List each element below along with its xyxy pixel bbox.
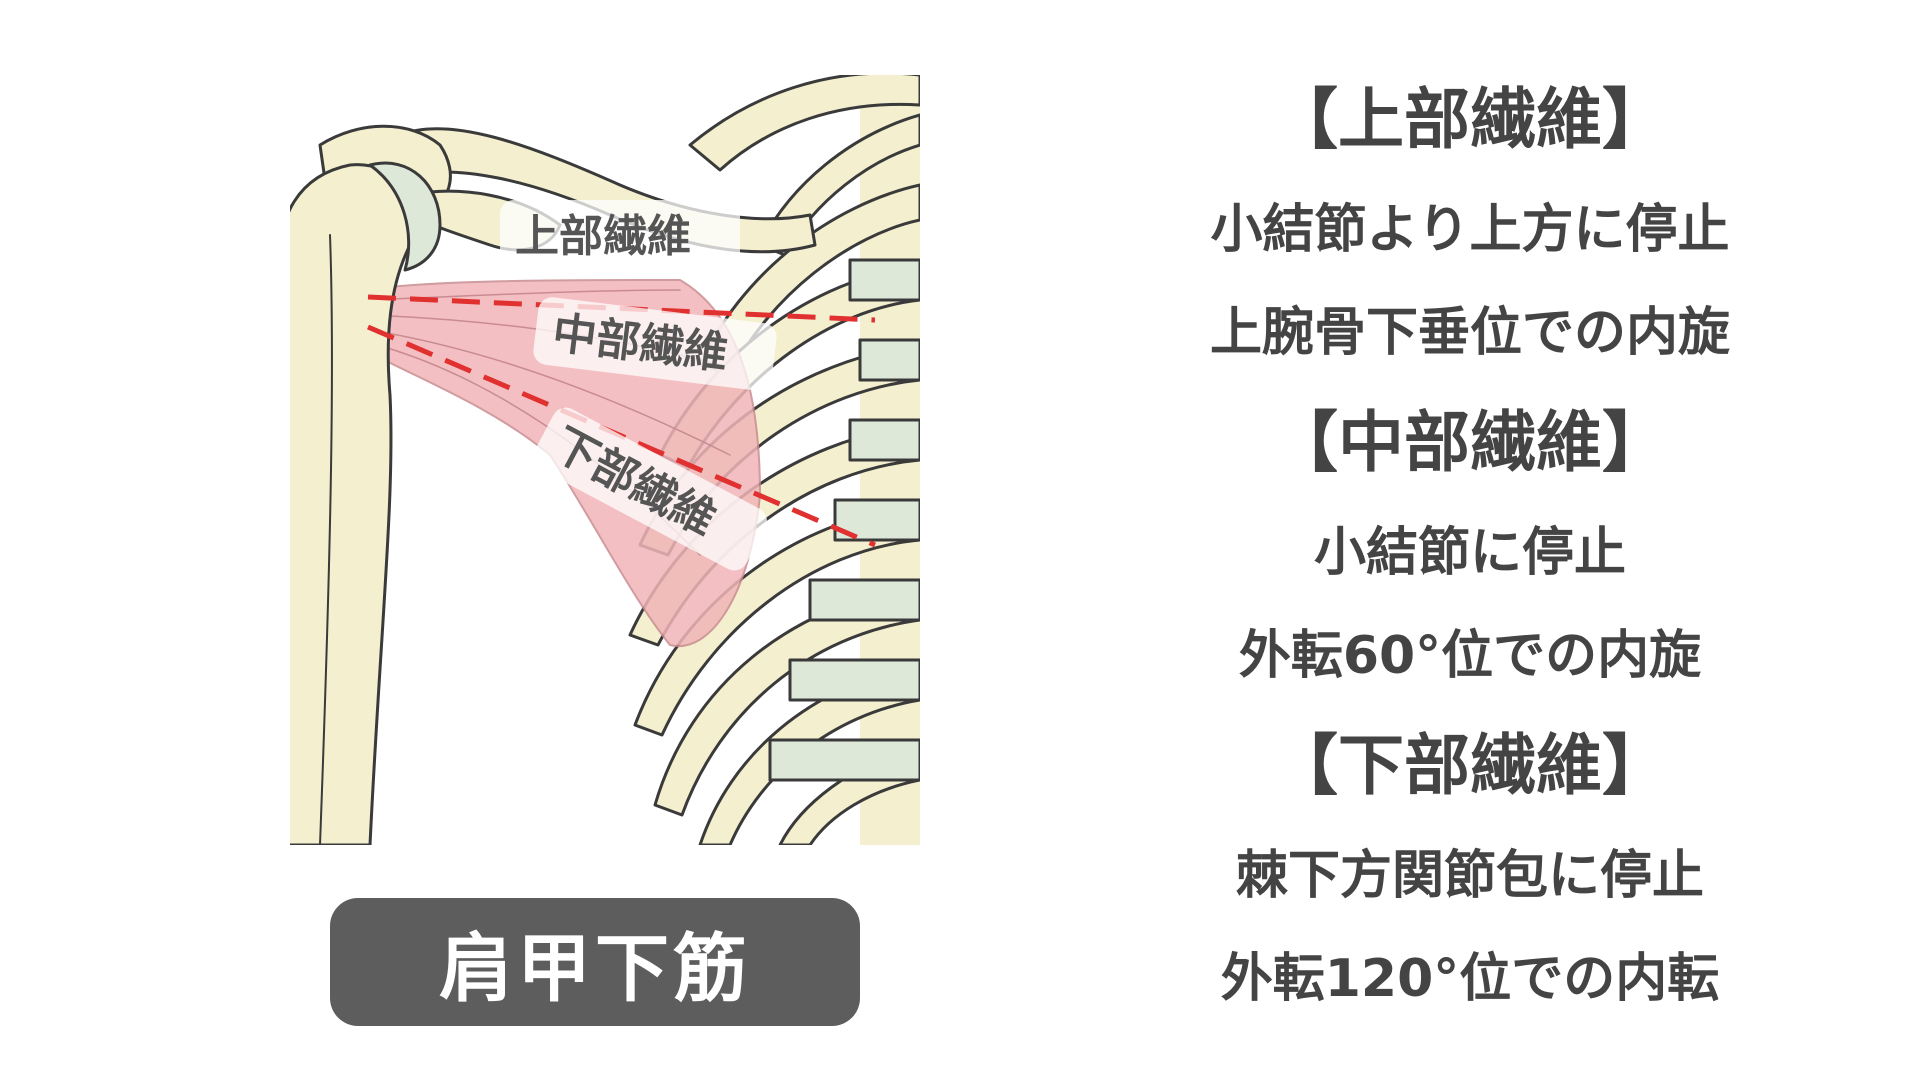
cartilage xyxy=(858,338,920,382)
shoulder-anatomy-illustration: 上部繊維 中部繊維 下部繊維 xyxy=(290,75,920,845)
upper-fiber-action: 上腕骨下垂位での内旋 xyxy=(1209,303,1730,363)
muscle-name: 肩甲下筋 xyxy=(439,925,751,1012)
cartilage xyxy=(808,578,920,622)
lower-fiber-action: 外転120°位での内転 xyxy=(1220,949,1720,1009)
lower-fiber-heading: 【下部繊維】 xyxy=(1272,727,1668,804)
middle-fiber-action: 外転60°位での内旋 xyxy=(1238,626,1702,686)
middle-fiber-heading: 【中部繊維】 xyxy=(1272,404,1668,481)
first-rib xyxy=(688,75,920,172)
muscle-name-box: 肩甲下筋 xyxy=(330,898,860,1026)
label-backgrounds xyxy=(500,200,777,571)
lower-fiber-insertion: 棘下方関節包に停止 xyxy=(1235,846,1704,906)
middle-fiber-insertion: 小結節に停止 xyxy=(1313,523,1626,583)
cartilage xyxy=(848,418,920,462)
upper-fiber-insertion: 小結節より上方に停止 xyxy=(1210,200,1730,260)
fiber-description-panel: 【上部繊維】 小結節より上方に停止 上腕骨下垂位での内旋 【中部繊維】 小結節に… xyxy=(1080,80,1860,1020)
cartilage xyxy=(788,658,920,702)
cartilage xyxy=(848,258,920,302)
upper-fiber-label: 上部繊維 xyxy=(515,211,691,262)
humerus xyxy=(290,163,414,845)
upper-fiber-heading: 【上部繊維】 xyxy=(1272,81,1668,158)
cartilage xyxy=(768,738,920,782)
humerus-groove xyxy=(319,234,333,845)
humeral-head-cartilage xyxy=(368,161,442,272)
